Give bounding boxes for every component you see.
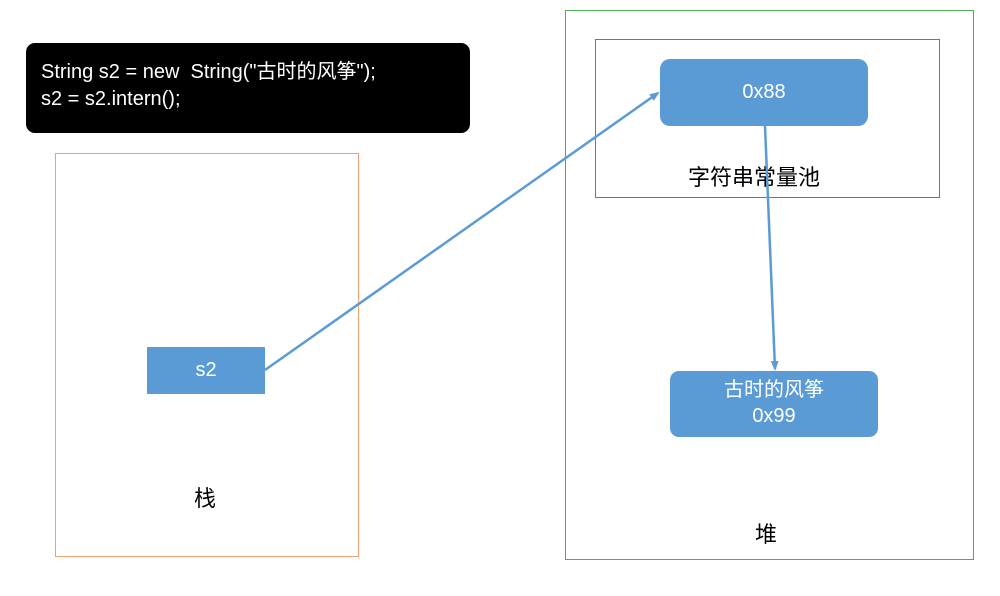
heap-object-value: 古时的风筝	[724, 379, 824, 401]
pool-object-0x88: 0x88	[660, 59, 868, 126]
heap-object-address: 0x99	[752, 405, 796, 427]
code-line-1: String s2 = new String("古时的风筝");	[41, 61, 376, 83]
stack-label: 栈	[194, 487, 217, 512]
heap-object-0x99: 古时的风筝 0x99	[670, 371, 878, 437]
string-pool-label: 字符串常量池	[688, 166, 821, 191]
heap-label: 堆	[755, 523, 778, 548]
code-snippet: String s2 = new String("古时的风筝"); s2 = s2…	[26, 43, 470, 133]
code-line-2: s2 = s2.intern();	[41, 88, 181, 110]
stack-variable-s2: s2	[147, 347, 265, 394]
